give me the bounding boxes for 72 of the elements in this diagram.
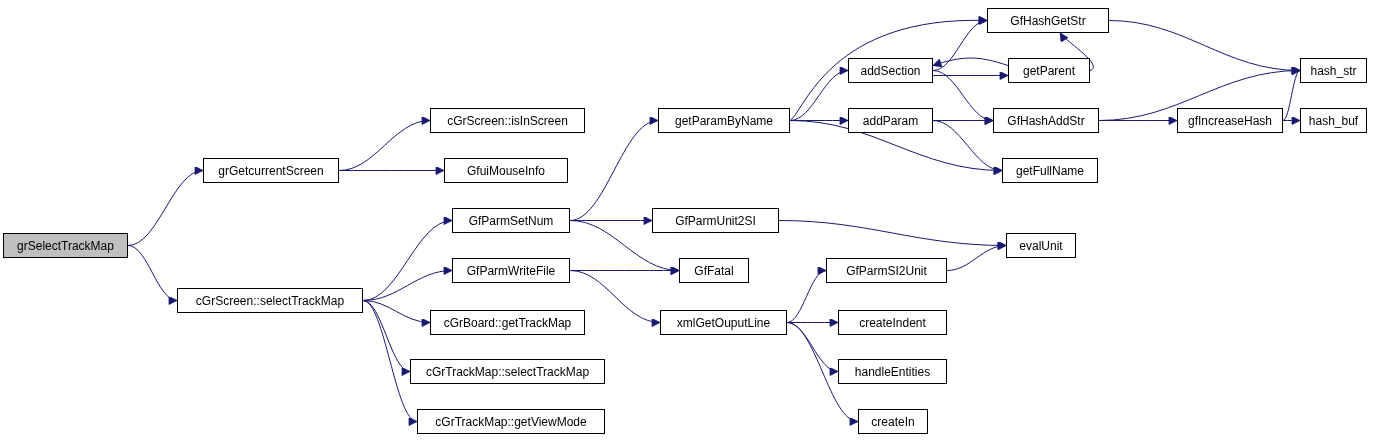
function-name: xmlGetOuputLine xyxy=(676,315,771,330)
function-box xyxy=(177,288,363,313)
function-box xyxy=(838,359,947,384)
function-box xyxy=(1177,108,1283,133)
function-box xyxy=(838,310,947,335)
call-arrow xyxy=(932,57,1009,68)
function-box xyxy=(848,108,933,133)
function-box xyxy=(430,310,585,335)
function-name: cGrBoard::getTrackMap xyxy=(443,315,572,330)
function-name: GfHashAddStr xyxy=(1007,113,1085,128)
function-name: GfParmSetNum xyxy=(468,213,554,228)
call-arrow xyxy=(362,300,418,423)
call-arrow xyxy=(786,322,859,424)
function-box xyxy=(848,58,933,83)
call-arrow xyxy=(932,120,1003,174)
function-box xyxy=(1006,233,1076,258)
function-box xyxy=(203,158,339,183)
function-name: GfFatal xyxy=(694,263,734,278)
function-box xyxy=(826,258,947,283)
function-box xyxy=(658,108,790,133)
call-arrow xyxy=(569,270,661,326)
function-box xyxy=(1300,108,1367,133)
function-box xyxy=(3,233,128,258)
function-box xyxy=(987,8,1109,33)
call-arrow xyxy=(932,71,1009,80)
function-name: GfHashGetStr xyxy=(1010,13,1086,28)
function-name: createIn xyxy=(871,414,915,429)
function-name: GfParmWriteFile xyxy=(466,263,556,278)
call-arrow xyxy=(362,300,431,327)
call-arrow xyxy=(786,268,827,323)
call-arrow xyxy=(1108,20,1301,75)
function-name: evalUnit xyxy=(1019,238,1063,253)
function-name: hash_str xyxy=(1310,63,1357,78)
function-name: cGrScreen::selectTrackMap xyxy=(195,293,345,308)
call-arrow xyxy=(127,245,178,303)
function-box xyxy=(417,409,605,434)
function-box xyxy=(679,258,749,283)
function-name: createIndent xyxy=(859,315,926,330)
function-box xyxy=(1300,58,1367,83)
call-arrow xyxy=(1098,116,1178,125)
function-name: addSection xyxy=(860,63,921,78)
function-box xyxy=(660,310,787,335)
call-arrow xyxy=(338,166,445,175)
function-name: getParamByName xyxy=(674,113,773,128)
call-arrow xyxy=(1282,116,1301,125)
function-box xyxy=(444,158,568,183)
function-box xyxy=(452,208,570,233)
function-name: hash_buf xyxy=(1308,113,1359,128)
function-name: cGrScreen::isInScreen xyxy=(447,113,568,128)
call-arrow xyxy=(1282,70,1301,121)
function-box xyxy=(410,359,605,384)
function-box xyxy=(430,108,585,133)
function-name: getParent xyxy=(1022,63,1075,78)
function-box xyxy=(858,409,928,434)
function-box xyxy=(1008,58,1090,83)
function-box xyxy=(452,258,570,283)
function-name: cGrTrackMap::getViewMode xyxy=(435,414,587,429)
function-box xyxy=(652,208,779,233)
function-name: addParam xyxy=(862,113,919,128)
call-arrow xyxy=(946,241,1007,271)
function-name: gfIncreaseHash xyxy=(1187,113,1272,128)
function-name: GfParmUnit2SI xyxy=(675,213,756,228)
call-arrow xyxy=(1059,32,1094,71)
function-name: getFullName xyxy=(1016,163,1084,178)
function-name: grSelectTrackMap xyxy=(17,238,114,253)
function-name: handleEntities xyxy=(854,364,931,379)
function-box xyxy=(1002,158,1098,183)
function-name: cGrTrackMap::selectTrackMap xyxy=(425,364,590,379)
function-name: GfParmSI2Unit xyxy=(846,263,927,278)
function-name: GfuiMouseInfo xyxy=(466,163,545,178)
function-name: grGetcurrentScreen xyxy=(218,163,324,178)
function-box xyxy=(993,108,1099,133)
